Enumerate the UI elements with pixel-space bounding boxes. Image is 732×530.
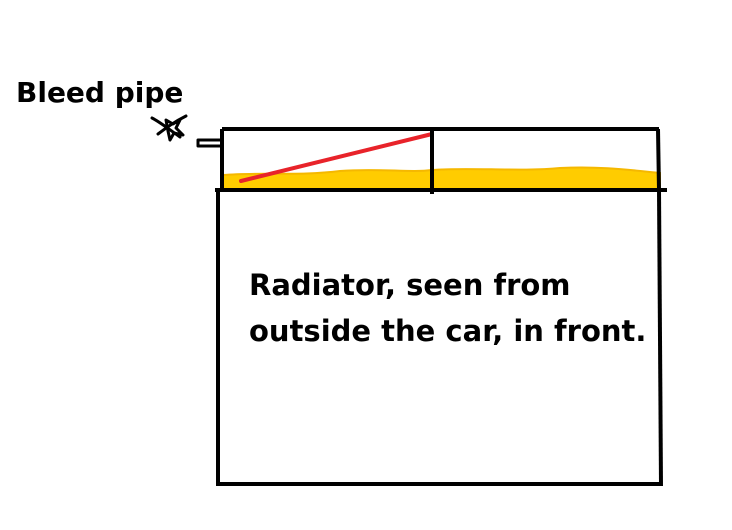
radiator-caption: Radiator, seen from outside the car, in …	[249, 262, 646, 354]
bleed-valve-icon	[150, 114, 188, 142]
core-right-edge	[657, 189, 663, 487]
slope-line	[239, 132, 434, 183]
coolant-level	[222, 166, 661, 190]
caption-line-2: outside the car, in front.	[249, 314, 647, 348]
caption-line-1: Radiator, seen from	[249, 268, 571, 302]
tank-right-edge	[656, 128, 661, 191]
bleed-pipe-label: Bleed pipe	[16, 76, 184, 109]
bleed-pipe	[196, 138, 221, 148]
